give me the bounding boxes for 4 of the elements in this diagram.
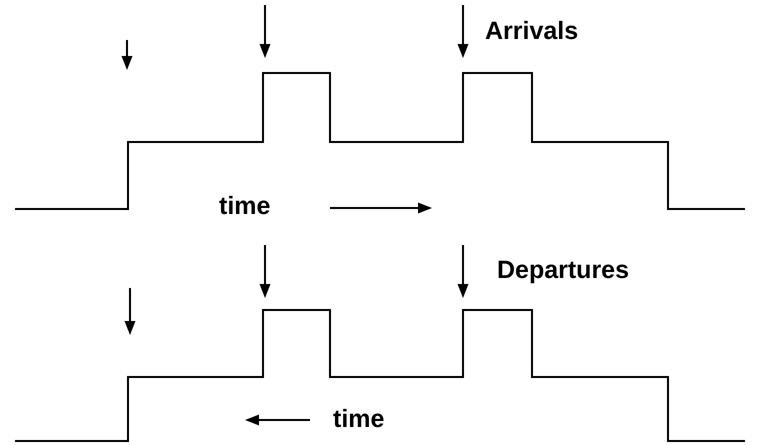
axis-label: time — [219, 192, 270, 220]
axis-label: Departures — [497, 256, 629, 284]
axis-label: time — [333, 405, 384, 433]
axis-label: Arrivals — [485, 17, 578, 45]
